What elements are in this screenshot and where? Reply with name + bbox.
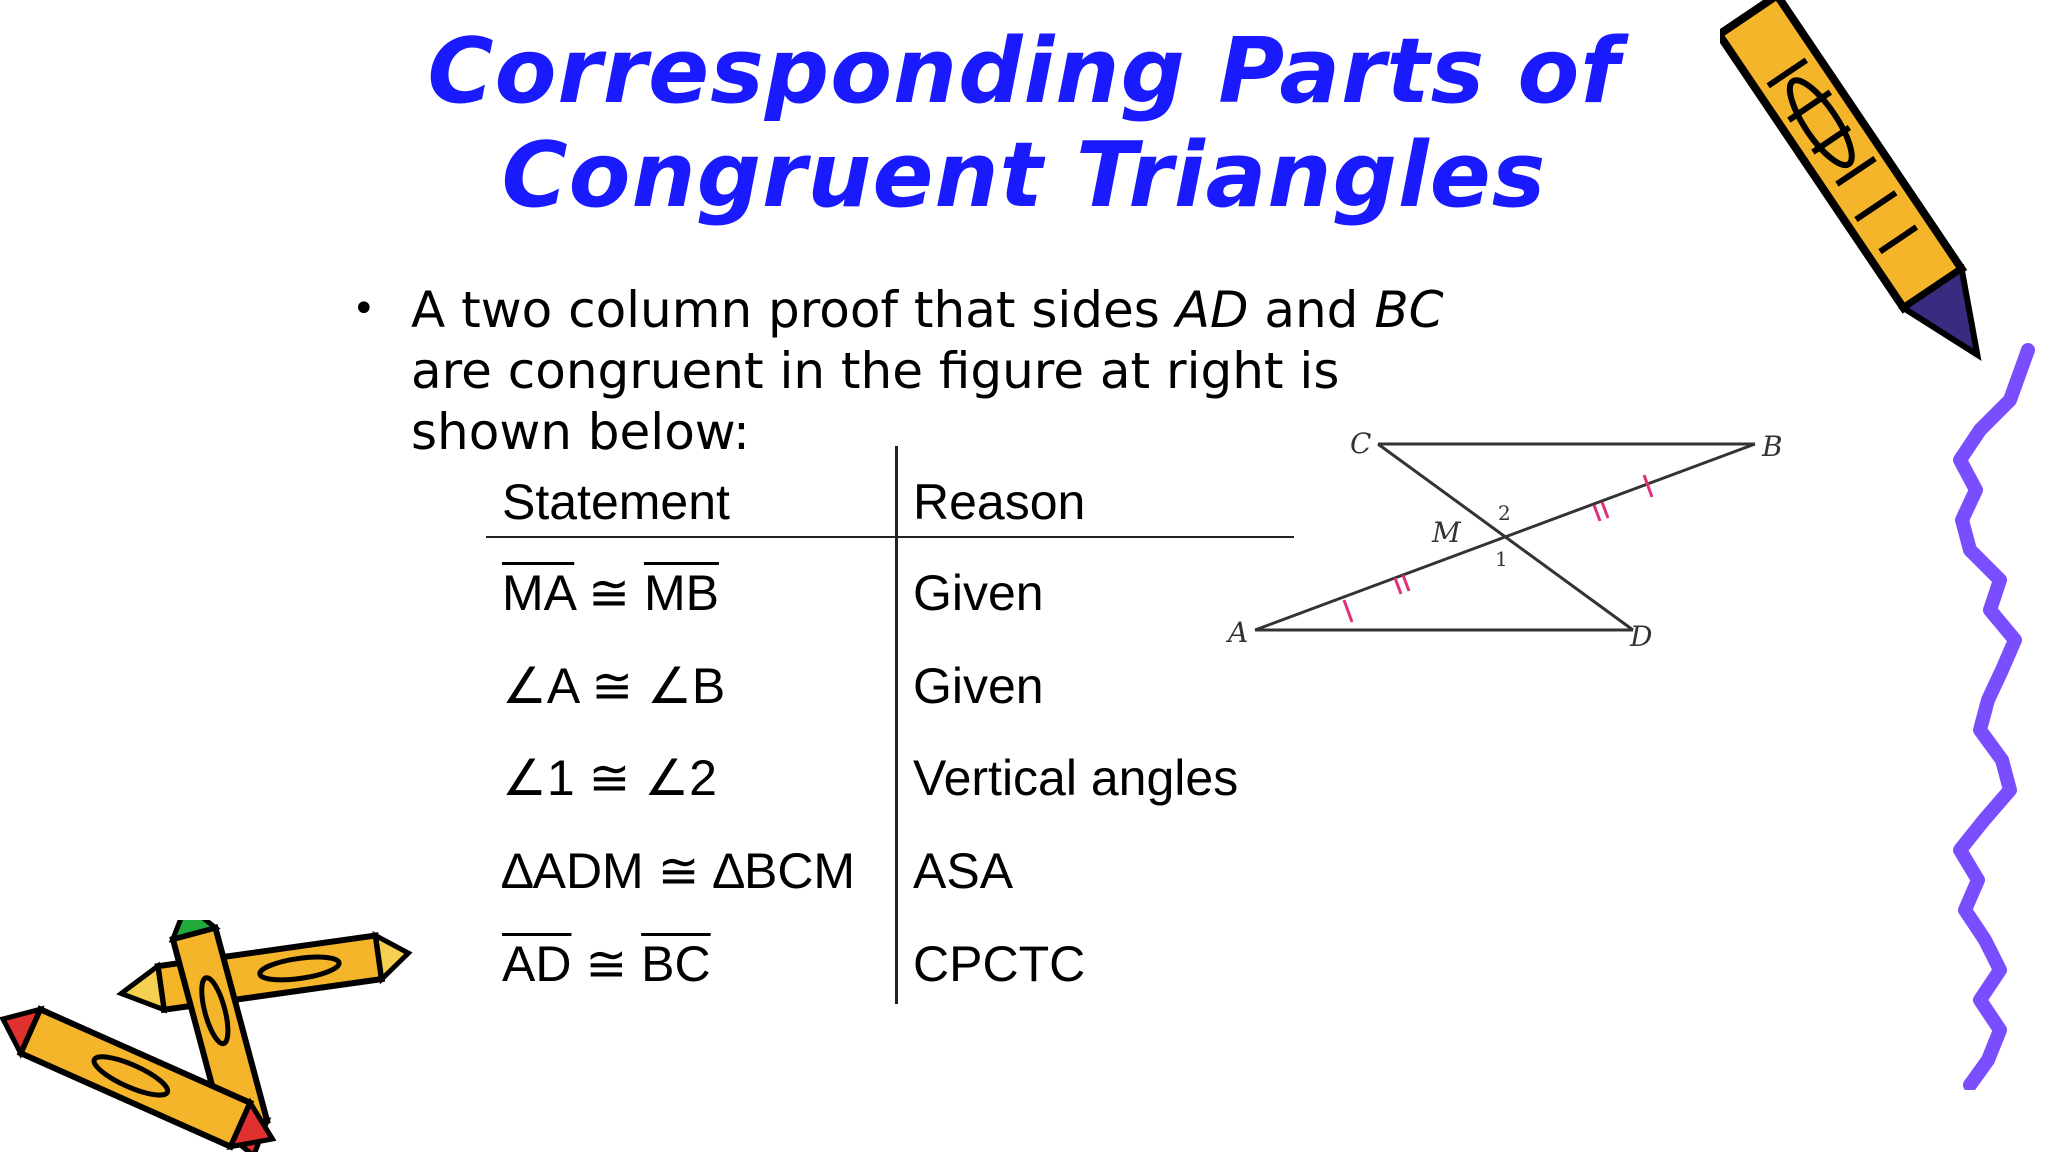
header-statement: Statement xyxy=(502,474,730,530)
tick-mark xyxy=(1592,504,1602,522)
segment-bc: BC xyxy=(641,936,711,992)
segment-mb: MB xyxy=(643,565,719,621)
statement-row-2: ∠A ≅ ∠B xyxy=(502,658,726,714)
reason-row-3: Vertical angles xyxy=(913,750,1239,806)
side-ad-label: AD xyxy=(1175,281,1249,339)
statement-row-3: ∠1 ≅ ∠2 xyxy=(502,750,717,806)
label-c: C xyxy=(1350,427,1371,460)
pencil-icon xyxy=(1720,0,1982,362)
segment-ma: MA xyxy=(502,565,575,621)
tick-mark xyxy=(1642,474,1654,498)
header-reason: Reason xyxy=(913,474,1086,530)
label-b: B xyxy=(1761,430,1783,463)
tick-mark xyxy=(1401,574,1411,592)
tick-mark xyxy=(1393,577,1403,595)
statement-row-5: AD ≅ BC xyxy=(502,936,711,992)
title-line-2: Congruent Triangles xyxy=(501,123,1547,228)
bullet-text: A two column proof that sides AD and BC … xyxy=(411,280,1511,463)
slide-title: Corresponding Parts of Congruent Triangl… xyxy=(0,20,2048,228)
title-line-1: Corresponding Parts of xyxy=(427,19,1621,124)
statement-row-4: ∆ADM ≅ ∆BCM xyxy=(502,843,856,899)
angle-1-label: 1 xyxy=(1495,547,1508,571)
two-column-proof-table: Statement Reason MA ≅ MB Given ∠A ≅ ∠B G… xyxy=(486,446,1294,1004)
tick-mark xyxy=(1600,501,1610,519)
segment-ab xyxy=(1254,442,1756,632)
reason-row-2: Given xyxy=(913,658,1044,714)
reason-row-4: ASA xyxy=(913,843,1014,899)
segment-ad: AD xyxy=(502,936,572,992)
bullet-text-part-2: and xyxy=(1248,281,1375,339)
column-divider xyxy=(895,446,898,1004)
label-m: M xyxy=(1431,516,1462,549)
congruence-tick-marks xyxy=(1342,474,1654,623)
congruent-sign: ≅ xyxy=(571,936,642,992)
statement-row-1: MA ≅ MB xyxy=(502,565,719,621)
label-d: D xyxy=(1629,620,1652,653)
reason-row-5: CPCTC xyxy=(913,936,1086,992)
bullet-text-part-3: are congruent in the figure at right is … xyxy=(411,342,1340,461)
bullet-text-part-1: A two column proof that sides xyxy=(411,281,1176,339)
reason-row-1: Given xyxy=(913,565,1044,621)
side-bc-label: BC xyxy=(1374,281,1444,339)
label-a: A xyxy=(1225,616,1248,649)
angle-2-label: 2 xyxy=(1498,501,1511,525)
crossed-pencils-icon xyxy=(0,920,413,1152)
header-divider xyxy=(486,536,1294,538)
congruent-sign: ≅ xyxy=(574,565,644,621)
tick-mark xyxy=(1342,599,1354,623)
decorative-squiggle xyxy=(1953,343,2035,1090)
geometry-figure: C B M A D 2 1 xyxy=(1225,427,1783,653)
bullet-marker: • xyxy=(352,286,376,332)
